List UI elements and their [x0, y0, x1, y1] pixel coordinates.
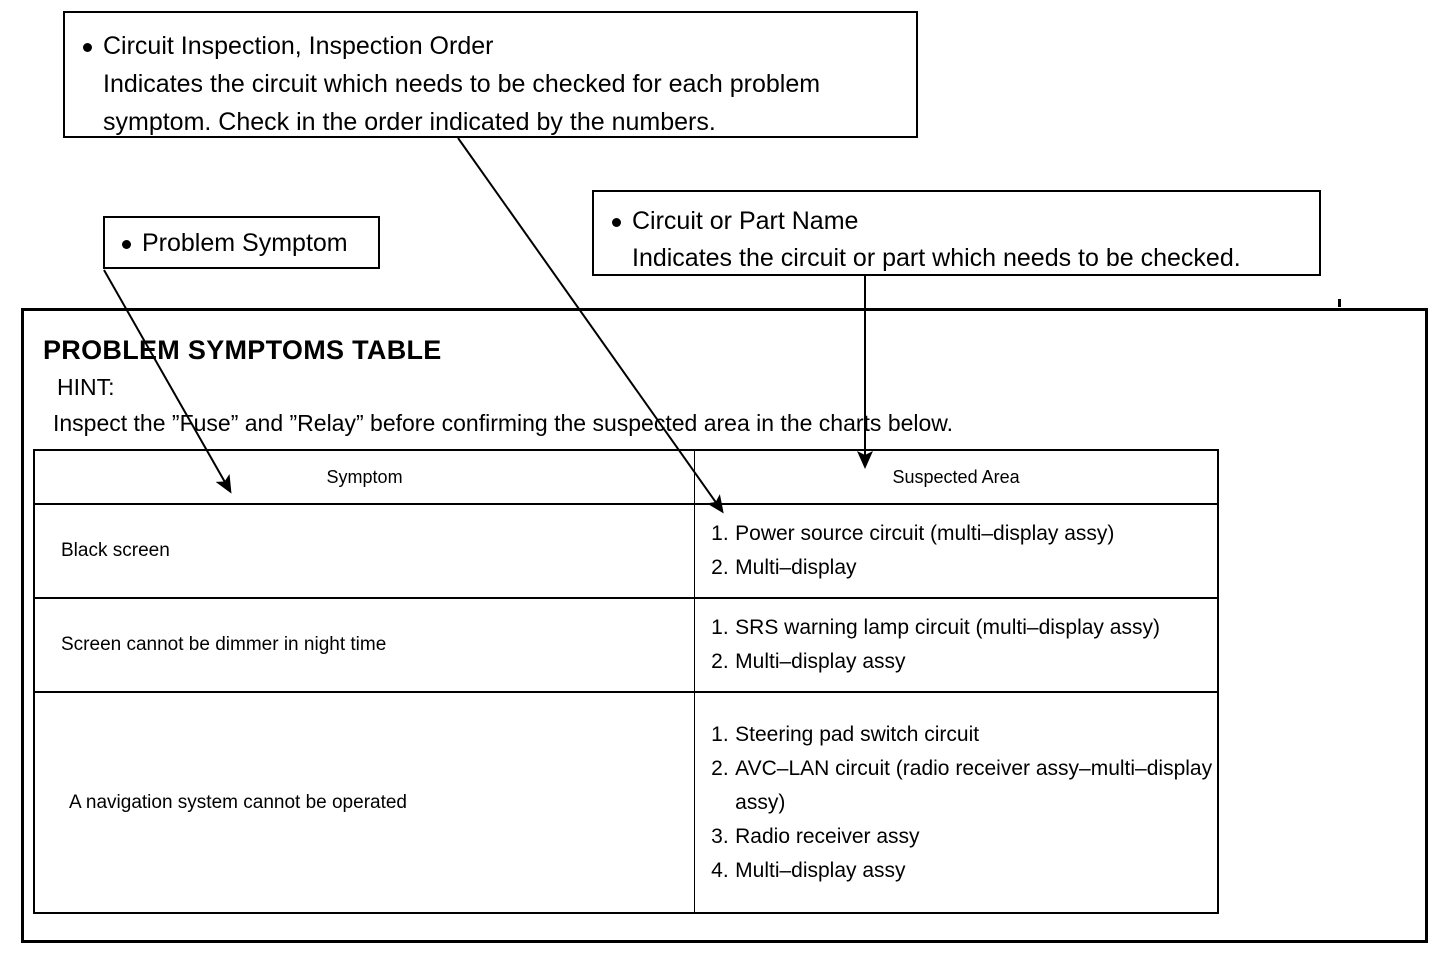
list-item-number: 2. — [711, 756, 729, 780]
list-item-number: 2. — [711, 556, 729, 579]
list-item-text: Multi–display assy — [735, 650, 906, 673]
suspected-area-list: 1. SRS warning lamp circuit (multi–displ… — [695, 599, 1217, 691]
list-item: 1. SRS warning lamp circuit (multi–displ… — [711, 611, 1217, 645]
list-item-text: Power source circuit (multi–display assy… — [735, 522, 1115, 545]
problem-symptoms-table: Symptom Suspected Area Black screen 1. P… — [33, 449, 1220, 914]
table-row: Screen cannot be dimmer in night time 1.… — [33, 597, 1220, 693]
column-header-symptom: Symptom — [33, 449, 696, 505]
table-body: Black screen 1. Power source circuit (mu… — [33, 503, 1220, 914]
callout-heading-row: Circuit Inspection, Inspection Order — [83, 27, 916, 65]
frame-tick-mark — [1338, 299, 1341, 307]
cell-symptom: Screen cannot be dimmer in night time — [33, 597, 696, 693]
list-item-number: 3. — [711, 824, 729, 848]
list-item-text: Multi–display assy — [735, 858, 906, 882]
table-row: A navigation system cannot be operated 1… — [33, 691, 1220, 914]
list-item-number: 1. — [711, 722, 729, 746]
list-item-text: Radio receiver assy — [735, 824, 920, 848]
cell-suspected-area: 1. Steering pad switch circuit 2. AVC–LA… — [694, 691, 1220, 914]
bullet-icon — [612, 218, 621, 227]
list-item: 2. AVC–LAN circuit (radio receiver assy–… — [711, 752, 1217, 820]
table-header: Symptom Suspected Area — [33, 449, 1220, 505]
callout-body-line-2: symptom. Check in the order indicated by… — [103, 108, 716, 136]
page-title: PROBLEM SYMPTOMS TABLE — [43, 335, 442, 365]
list-item-text: SRS warning lamp circuit (multi–display … — [735, 616, 1160, 639]
list-item-number: 1. — [711, 522, 729, 545]
column-header-suspected-area: Suspected Area — [694, 449, 1220, 505]
heading-block: PROBLEM SYMPTOMS TABLE HINT: Inspect the… — [43, 334, 953, 438]
list-item-number: 4. — [711, 858, 729, 882]
table-header-row: Symptom Suspected Area — [33, 449, 1220, 505]
symptom-text: A navigation system cannot be operated — [69, 791, 408, 813]
callout-heading: Problem Symptom — [142, 229, 348, 257]
symptom-text: Screen cannot be dimmer in night time — [61, 634, 387, 655]
suspected-area-list: 1. Power source circuit (multi–display a… — [695, 505, 1217, 597]
list-item-text: Steering pad switch circuit — [735, 722, 980, 746]
content-frame — [21, 308, 1428, 943]
suspected-area-list: 1. Steering pad switch circuit 2. AVC–LA… — [695, 706, 1217, 900]
callout-body-line-1: Indicates the circuit or part which need… — [632, 244, 1241, 272]
callout-circuit-or-part-name: Circuit or Part Name Indicates the circu… — [592, 190, 1321, 276]
cell-suspected-area: 1. SRS warning lamp circuit (multi–displ… — [694, 597, 1220, 693]
cell-symptom: Black screen — [33, 503, 696, 599]
callout-heading-row: Circuit or Part Name — [612, 203, 1319, 240]
callout-heading: Circuit or Part Name — [632, 207, 859, 235]
callout-circuit-inspection: Circuit Inspection, Inspection Order Ind… — [63, 11, 918, 138]
hint-label: HINT: — [57, 374, 115, 400]
list-item-number: 1. — [711, 616, 729, 639]
callout-body-line-1: Indicates the circuit which needs to be … — [103, 70, 821, 98]
list-item: 3. Radio receiver assy — [711, 820, 1217, 854]
table-row: Black screen 1. Power source circuit (mu… — [33, 503, 1220, 599]
list-item: 1. Power source circuit (multi–display a… — [711, 517, 1217, 551]
list-item: 2. Multi–display assy — [711, 645, 1217, 679]
callout-heading-row: Problem Symptom — [122, 218, 378, 269]
callout-problem-symptom: Problem Symptom — [103, 216, 380, 269]
list-item-number: 2. — [711, 650, 729, 673]
bullet-icon — [122, 240, 131, 249]
cell-symptom: A navigation system cannot be operated — [33, 691, 696, 914]
cell-suspected-area: 1. Power source circuit (multi–display a… — [694, 503, 1220, 599]
callout-heading: Circuit Inspection, Inspection Order — [103, 32, 494, 60]
symptom-text: Black screen — [61, 540, 170, 561]
list-item: 2. Multi–display — [711, 551, 1217, 585]
list-item: 1. Steering pad switch circuit — [711, 718, 1217, 752]
list-item: 4. Multi–display assy — [711, 854, 1217, 888]
hint-text: Inspect the ”Fuse” and ”Relay” before co… — [53, 410, 954, 436]
list-item-text: Multi–display — [735, 556, 857, 579]
list-item-text: AVC–LAN circuit (radio receiver assy–mul… — [735, 756, 1213, 814]
bullet-icon — [83, 43, 92, 52]
